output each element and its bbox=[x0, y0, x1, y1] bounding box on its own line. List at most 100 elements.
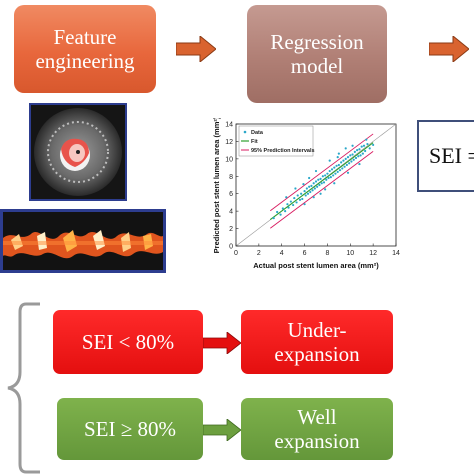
data-point bbox=[316, 185, 319, 188]
data-point bbox=[334, 172, 337, 175]
data-point bbox=[287, 206, 290, 209]
prediction-interval-line bbox=[270, 151, 374, 229]
data-point bbox=[326, 172, 329, 175]
regression-model-label: Regression model bbox=[270, 29, 364, 78]
data-point bbox=[319, 177, 322, 180]
data-point bbox=[311, 189, 314, 192]
data-point bbox=[358, 162, 361, 166]
data-point bbox=[281, 207, 284, 210]
data-point bbox=[324, 174, 327, 177]
legend-data: Data bbox=[251, 130, 264, 136]
x-tick-label: 8 bbox=[325, 250, 329, 257]
data-point bbox=[300, 192, 303, 195]
data-point bbox=[320, 182, 323, 185]
data-point bbox=[344, 147, 347, 150]
data-point bbox=[332, 174, 335, 177]
data-point bbox=[327, 176, 330, 180]
y-tick-label: 12 bbox=[225, 139, 233, 146]
data-point bbox=[276, 210, 279, 214]
data-point bbox=[372, 143, 375, 147]
data-point bbox=[293, 196, 296, 200]
data-point bbox=[352, 158, 355, 161]
data-point bbox=[324, 188, 327, 191]
x-axis-label: Actual post stent lumen area (mm²) bbox=[253, 261, 379, 270]
data-point bbox=[318, 183, 321, 187]
oct-longitudinal-image bbox=[0, 209, 166, 273]
legend-box bbox=[238, 125, 314, 157]
data-point bbox=[310, 184, 313, 187]
data-point bbox=[279, 213, 282, 216]
data-point bbox=[272, 217, 275, 220]
y-tick-label: 8 bbox=[229, 174, 233, 181]
data-point bbox=[306, 192, 310, 195]
sei-formula-box: SEI = bbox=[417, 120, 474, 192]
sei-well-condition-box: SEI ≥ 80% bbox=[57, 398, 203, 460]
data-point bbox=[309, 190, 312, 194]
data-point bbox=[336, 156, 339, 159]
y-tick-label: 0 bbox=[229, 244, 233, 251]
x-tick-label: 4 bbox=[280, 250, 284, 257]
data-point bbox=[346, 171, 350, 174]
data-point bbox=[338, 169, 342, 172]
legend-data-marker bbox=[243, 130, 247, 134]
data-point bbox=[343, 165, 346, 168]
data-point bbox=[340, 161, 343, 164]
x-tick-label: 2 bbox=[257, 250, 261, 257]
sei-well-condition-label: SEI ≥ 80% bbox=[83, 416, 177, 441]
y-axis-label: Predicted post stent lumen area (mm²) bbox=[212, 118, 221, 253]
data-point bbox=[321, 175, 324, 178]
data-point bbox=[349, 154, 352, 157]
y-tick-label: 4 bbox=[229, 209, 233, 216]
chart-legend: Data Fit 95% Prediction Intervals bbox=[238, 125, 315, 157]
data-point bbox=[314, 169, 318, 173]
y-tick-label: 2 bbox=[229, 226, 233, 233]
data-point bbox=[328, 169, 331, 173]
data-point bbox=[351, 144, 354, 147]
data-point bbox=[317, 178, 320, 181]
data-point bbox=[303, 190, 306, 193]
data-point bbox=[308, 176, 311, 180]
data-point bbox=[368, 147, 371, 150]
legend-prediction-intervals: 95% Prediction Intervals bbox=[251, 148, 315, 154]
arrow-right-icon bbox=[203, 419, 241, 441]
well-expansion-label: Well expansion bbox=[274, 404, 360, 453]
data-point bbox=[289, 200, 292, 203]
bracket-icon bbox=[7, 302, 40, 474]
data-point bbox=[348, 162, 351, 165]
under-expansion-label: Under-expansion bbox=[274, 317, 360, 366]
sei-formula-label: SEI = bbox=[429, 143, 474, 168]
y-tick-label: 6 bbox=[229, 191, 233, 198]
data-point bbox=[295, 201, 298, 204]
sei-under-condition-label: SEI < 80% bbox=[81, 329, 175, 354]
y-tick-label: 10 bbox=[225, 156, 233, 163]
data-point bbox=[360, 145, 363, 148]
well-expansion-box: Well expansion bbox=[241, 398, 393, 460]
data-point bbox=[294, 187, 297, 190]
arrow-right-icon bbox=[203, 332, 241, 354]
regression-model-box: Regression model bbox=[247, 5, 387, 103]
x-tick-label: 14 bbox=[392, 250, 400, 257]
data-point bbox=[313, 187, 316, 190]
data-point bbox=[350, 160, 353, 163]
data-point bbox=[357, 155, 360, 158]
data-point bbox=[284, 210, 287, 213]
data-point bbox=[351, 153, 354, 156]
data-point bbox=[292, 203, 295, 207]
data-point bbox=[335, 164, 338, 167]
data-point bbox=[361, 152, 364, 155]
data-point bbox=[344, 157, 347, 160]
data-point bbox=[345, 163, 348, 167]
data-point bbox=[312, 182, 315, 185]
data-point bbox=[336, 170, 339, 174]
data-point bbox=[305, 187, 308, 190]
x-tick-label: 6 bbox=[303, 250, 307, 257]
data-point bbox=[298, 198, 302, 201]
data-point bbox=[366, 142, 369, 146]
data-point bbox=[359, 154, 362, 157]
data-point bbox=[286, 203, 289, 206]
data-point bbox=[341, 167, 344, 170]
data-point bbox=[314, 180, 318, 183]
data-point bbox=[354, 156, 358, 160]
data-point bbox=[319, 192, 322, 195]
